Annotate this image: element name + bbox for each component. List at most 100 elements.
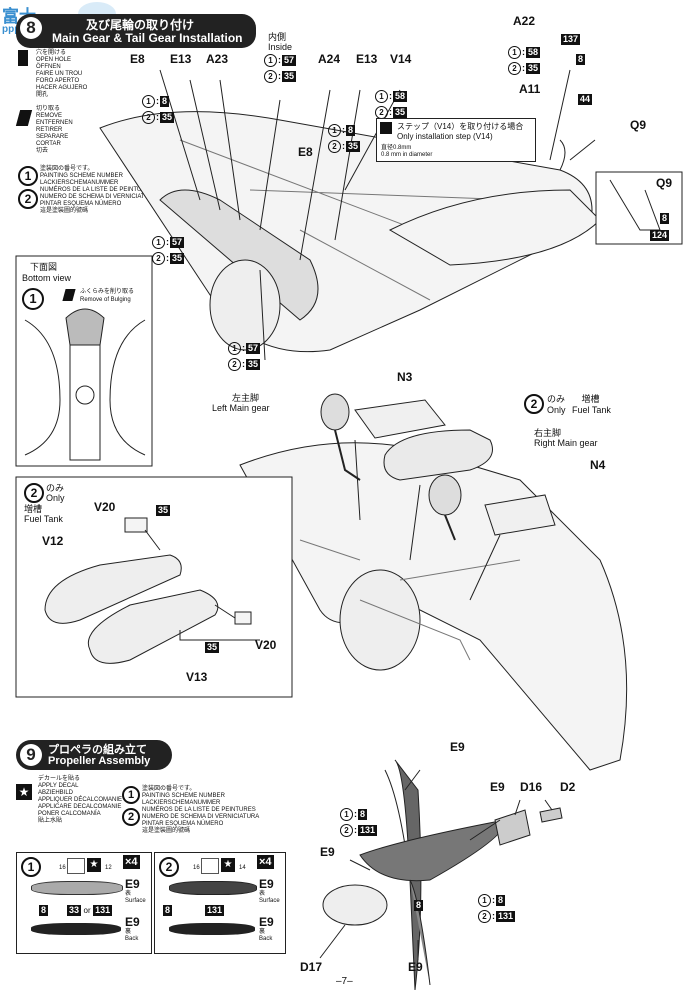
chip-c1-57c: 1:57 xyxy=(228,342,261,355)
part-q9: Q9 xyxy=(630,118,647,132)
panel2-blade-surface xyxy=(169,881,257,895)
panel2-chip-8: 8 xyxy=(163,905,173,916)
panel2-scheme-icon: 2 xyxy=(159,857,179,877)
chip-c1-8: 1:8 xyxy=(142,95,170,108)
panel2-x4: ×4 xyxy=(257,855,274,869)
part-d16: D16 xyxy=(520,780,543,794)
chip-c1-58b: 1:58 xyxy=(508,46,541,59)
part-n4: N4 xyxy=(590,458,606,472)
star-icon: ★ xyxy=(16,784,32,800)
part-v20b: V20 xyxy=(255,638,277,652)
v14-note-box: ステップ（V14）を取り付ける場合 Only installation step… xyxy=(376,118,536,162)
chip-137: 137 xyxy=(561,34,581,45)
chip-8-q9: 8 xyxy=(660,213,670,224)
chip-c2-35: 2:35 xyxy=(142,111,175,124)
part-a24: A24 xyxy=(318,52,341,66)
part-e9-top: E9 xyxy=(450,740,465,754)
part-v14: V14 xyxy=(390,52,412,66)
step9-header: 9 プロペラの組み立て Propeller Assembly xyxy=(16,740,172,770)
part-a23: A23 xyxy=(206,52,229,66)
remove-bulging-icon xyxy=(62,289,76,301)
step9-jp-title: プロペラの組み立て xyxy=(48,744,147,756)
chip-c1-57: 1:57 xyxy=(264,54,297,67)
part-e9-left: E9 xyxy=(320,845,335,859)
bottom-view-scheme-icon: 1 xyxy=(22,288,44,310)
chip-c1-57b: 1:57 xyxy=(152,236,185,249)
step8-number: 8 xyxy=(20,17,42,39)
step9-number: 9 xyxy=(20,744,42,766)
chip-35-v13: 35 xyxy=(205,642,220,653)
step8-jp-title: 及び尾輪の取り付け xyxy=(86,18,195,32)
bulging-jp: ふくらみを削り取る xyxy=(80,289,135,295)
scheme-2-icon: 2 xyxy=(18,189,38,209)
part-e13b: E13 xyxy=(356,52,378,66)
part-q9b: Q9 xyxy=(656,176,673,190)
panel1-x4: ×4 xyxy=(123,855,140,869)
chip-44: 44 xyxy=(578,94,593,105)
scheme-1-icon: 1 xyxy=(18,166,38,186)
chip-c2-35b: 2:35 xyxy=(264,70,297,83)
v14-note-en: Only installation step (V14) xyxy=(397,132,493,141)
panel2-chip-131: 131 xyxy=(205,905,225,916)
part-e9-mid: E9 xyxy=(490,780,505,794)
part-n3: N3 xyxy=(397,370,413,384)
inset-scheme-2-icon: 2 xyxy=(24,483,44,503)
chip-c2-35e: 2:35 xyxy=(508,62,541,75)
step9-scheme-2-icon: 2 xyxy=(122,808,140,826)
panel2-e9: E9 xyxy=(259,877,274,891)
panel2-blade-back xyxy=(169,923,255,935)
drill-note-jp: 直径0.8mm xyxy=(381,145,412,151)
part-v20: V20 xyxy=(94,500,116,514)
chip-c2-35g: 2:35 xyxy=(228,358,261,371)
panel1-blade-back xyxy=(31,923,121,935)
panel1-c12: 12 xyxy=(105,865,112,871)
step9-en-title: Propeller Assembly xyxy=(48,755,151,767)
chip-c1-8b: 1:8 xyxy=(328,124,356,137)
panel1-e9b: E9 xyxy=(125,915,140,929)
bottom-view-jp: 下面図 xyxy=(30,262,58,272)
step9-scheme-1-icon: 1 xyxy=(122,786,140,804)
part-v13: V13 xyxy=(186,670,208,684)
part-a11: A11 xyxy=(519,82,541,96)
drill-note-en: 0.8 mm in diameter xyxy=(381,152,433,158)
part-e8b: E8 xyxy=(298,145,313,159)
panel1-decal-box xyxy=(67,858,85,874)
part-d17: D17 xyxy=(300,960,323,974)
prop-chip-c2-131b: 2:131 xyxy=(478,910,516,923)
chip-c1-58: 1:58 xyxy=(375,90,408,103)
part-a22: A22 xyxy=(513,14,536,28)
prop-chip-c1-8b: 1:8 xyxy=(478,894,506,907)
part-e13: E13 xyxy=(170,52,192,66)
step-icon xyxy=(380,122,392,134)
fuel-only-en: Only Fuel Tank xyxy=(547,405,611,415)
chip-8-a22: 8 xyxy=(576,54,586,65)
prop-chip-c1-8: 1:8 xyxy=(340,808,368,821)
prop-chip-8: 8 xyxy=(414,900,424,911)
panel2-e9b: E9 xyxy=(259,915,274,929)
page-number: –7– xyxy=(336,976,353,987)
chip-c2-35d: 2:35 xyxy=(328,140,361,153)
fuel-only: のみ 増槽 xyxy=(547,394,600,404)
chip-c2-35f: 2:35 xyxy=(152,252,185,265)
panel1-c16: 16 xyxy=(59,865,66,871)
panel1-chip-33: 33 or 131 xyxy=(67,905,113,916)
panel2-c16: 16 xyxy=(193,865,200,871)
panel1-star-icon: ★ xyxy=(87,858,101,872)
part-d2: D2 xyxy=(560,780,576,794)
step8-header: 8 及び尾輪の取り付け Main Gear & Tail Gear Instal… xyxy=(16,14,256,48)
panel1-blade-surface xyxy=(31,881,123,895)
part-v12: V12 xyxy=(42,534,64,548)
panel2-decal-box xyxy=(201,858,219,874)
part-e8: E8 xyxy=(130,52,145,66)
